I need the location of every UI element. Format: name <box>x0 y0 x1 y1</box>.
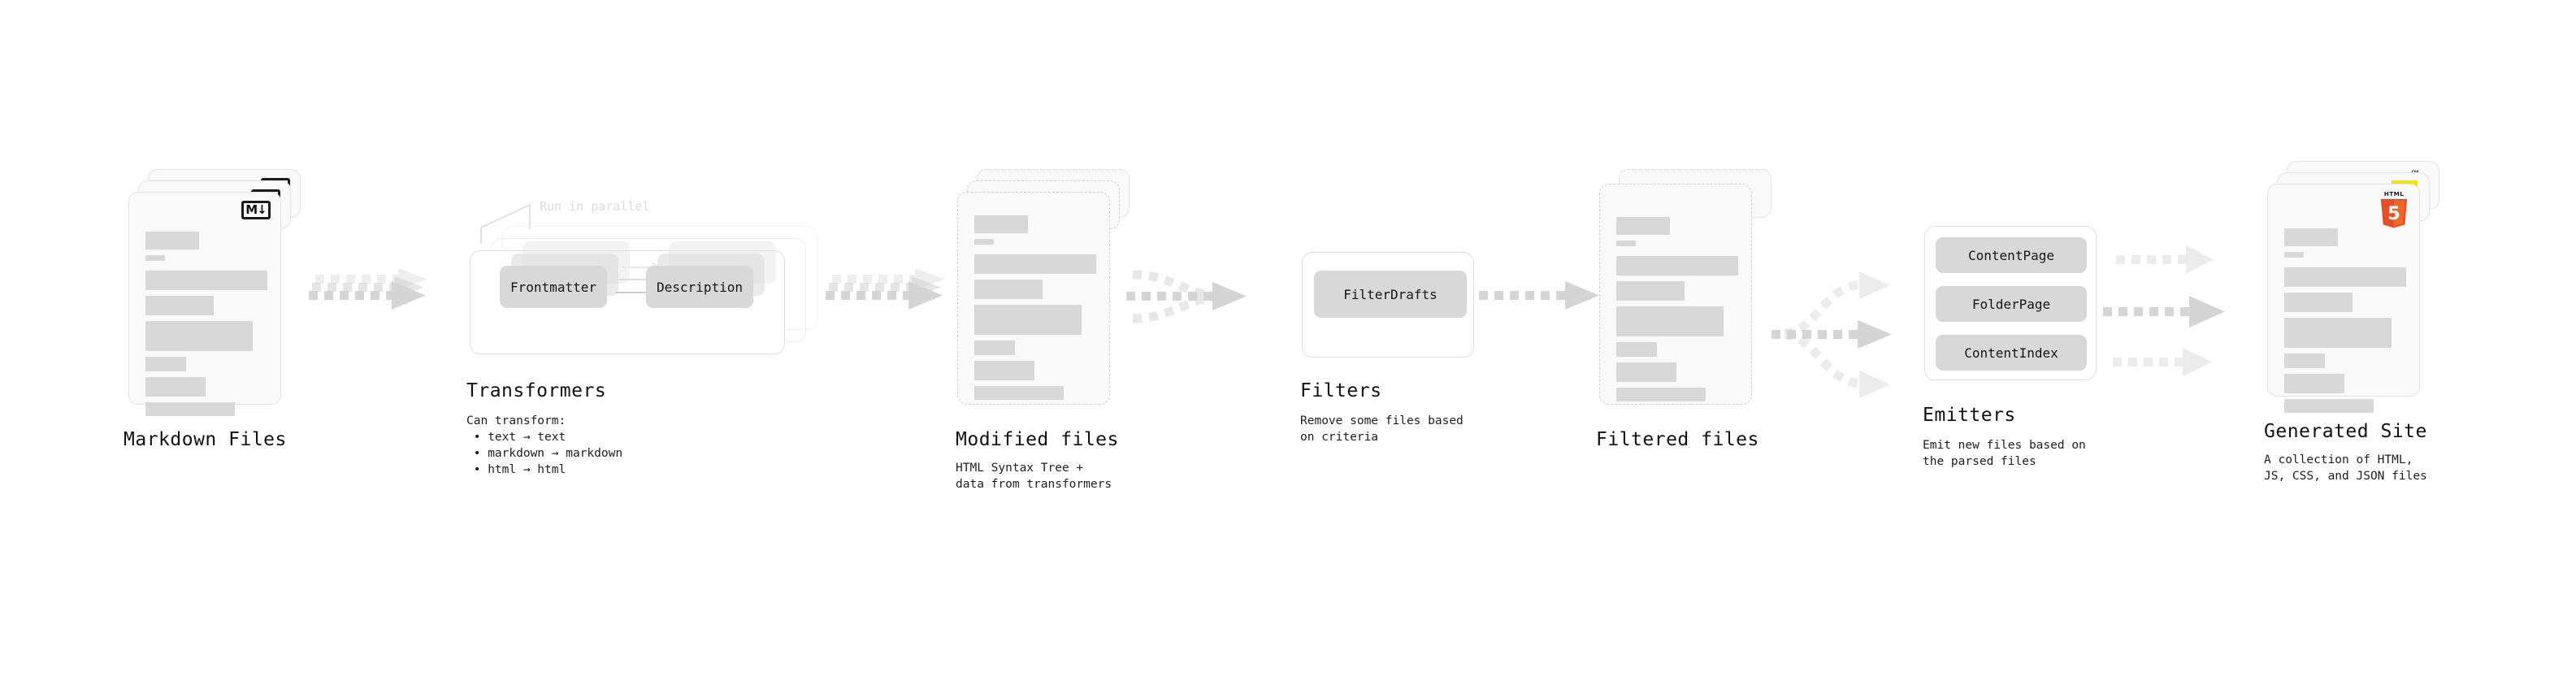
placeholder-line <box>145 271 267 290</box>
arrow-filtered-to-emitters-diverging <box>1772 271 1892 398</box>
placeholder-line <box>974 340 1015 355</box>
modified-file-stack <box>957 169 1130 405</box>
placeholder-line <box>145 255 165 261</box>
placeholder-line <box>145 232 199 249</box>
markdown-badge-icon: M↓ <box>241 201 271 219</box>
stage-subtitle-transformers: Can transform: • text → text • markdown … <box>466 414 623 476</box>
placeholder-line <box>145 402 235 416</box>
modified-card-front <box>957 192 1110 405</box>
arrow-filters-to-filtered <box>1479 281 1599 310</box>
transformer-chip-description[interactable]: Description <box>646 266 753 308</box>
stage-title-generated-site: Generated Site <box>2264 421 2427 442</box>
placeholder-line <box>1616 362 1676 382</box>
run-in-parallel-label: Run in parallel <box>540 199 650 214</box>
transformer-chip-label: Frontmatter <box>510 279 596 295</box>
stage-title-filtered-files: Filtered files <box>1596 429 1759 450</box>
placeholder-line <box>1616 388 1706 401</box>
placeholder-lines <box>1616 217 1738 407</box>
placeholder-line <box>974 361 1034 380</box>
emitter-chip-contentpage[interactable]: ContentPage <box>1936 237 2087 273</box>
emitter-chip-folderpage[interactable]: FolderPage <box>1936 286 2087 322</box>
arrow-emitters-to-site <box>2103 245 2225 376</box>
emitters-box: ContentPage FolderPage ContentIndex <box>1924 226 2097 380</box>
transformer-chip-label: Description <box>657 279 743 295</box>
placeholder-line <box>2284 252 2304 258</box>
placeholder-line <box>2284 354 2325 368</box>
stage-title-modified-files: Modified files <box>956 429 1119 450</box>
emitter-chip-label: ContentIndex <box>1964 345 2058 361</box>
markdown-card-front: M↓ <box>128 192 281 416</box>
placeholder-line <box>1616 241 1636 246</box>
placeholder-line <box>974 386 1064 400</box>
html5-logo-icon: HTML 5 <box>2380 190 2408 228</box>
filter-chip-filterdrafts[interactable]: FilterDrafts <box>1314 271 1467 318</box>
markdown-icon-glyph: M↓ <box>241 201 271 219</box>
placeholder-lines <box>974 215 1096 406</box>
placeholder-line <box>974 215 1028 233</box>
placeholder-line <box>2284 318 2392 348</box>
stage-subtitle-generated-site: A collection of HTML, JS, CSS, and JSON … <box>2264 453 2427 483</box>
stage-title-markdown-files: Markdown Files <box>124 429 287 450</box>
site-card-html: HTML 5 <box>2267 184 2420 413</box>
placeholder-line <box>145 377 206 397</box>
placeholder-line <box>2284 399 2374 413</box>
filtered-file-stack <box>1599 169 1772 405</box>
placeholder-line <box>145 321 253 351</box>
arrow-modified-to-filters-converging <box>1126 270 1247 323</box>
arrow-transformers-to-modified <box>826 268 944 310</box>
placeholder-line <box>2284 228 2338 246</box>
placeholder-line <box>974 239 994 245</box>
emitter-chip-label: FolderPage <box>1971 296 2051 312</box>
transformers-box-layer-1: Frontmatter Description <box>470 241 785 354</box>
markdown-file-stack: M↓ M↓ M↓ <box>128 169 301 416</box>
placeholder-line <box>974 254 1096 274</box>
placeholder-line <box>2284 267 2406 287</box>
filtered-card-front <box>1599 184 1752 405</box>
placeholder-line <box>1616 217 1670 235</box>
placeholder-lines <box>145 232 267 422</box>
stage-title-emitters: Emitters <box>1923 405 2016 426</box>
placeholder-line <box>145 357 186 371</box>
placeholder-line <box>974 305 1082 335</box>
placeholder-line <box>2284 293 2353 312</box>
arrow-markdown-to-transformers <box>309 268 427 310</box>
stage-subtitle-filters: Remove some files based on criteria <box>1300 414 1464 444</box>
placeholder-lines <box>2284 228 2406 419</box>
placeholder-line <box>1616 256 1738 275</box>
placeholder-line <box>145 296 214 315</box>
placeholder-line <box>2284 374 2344 393</box>
svg-text:5: 5 <box>2387 203 2400 224</box>
placeholder-line <box>1616 342 1657 357</box>
filters-box: FilterDrafts <box>1302 252 1474 358</box>
emitter-chip-contentindex[interactable]: ContentIndex <box>1936 335 2087 371</box>
placeholder-line <box>1616 281 1685 301</box>
emitter-chip-label: ContentPage <box>1968 247 2054 263</box>
filter-chip-label: FilterDrafts <box>1343 286 1438 302</box>
placeholder-line <box>974 280 1043 299</box>
transformer-chip-frontmatter[interactable]: Frontmatter <box>500 266 607 308</box>
stage-title-transformers: Transformers <box>466 380 607 401</box>
generated-site-stack: CSS HTML 5 <box>2267 161 2439 413</box>
stage-subtitle-modified-files: HTML Syntax Tree + data from transformer… <box>956 462 1112 491</box>
svg-text:HTML: HTML <box>2384 190 2404 197</box>
stage-subtitle-emitters: Emit new files based on the parsed files <box>1923 439 2086 468</box>
placeholder-line <box>1616 306 1724 336</box>
stage-title-filters: Filters <box>1300 380 1382 401</box>
